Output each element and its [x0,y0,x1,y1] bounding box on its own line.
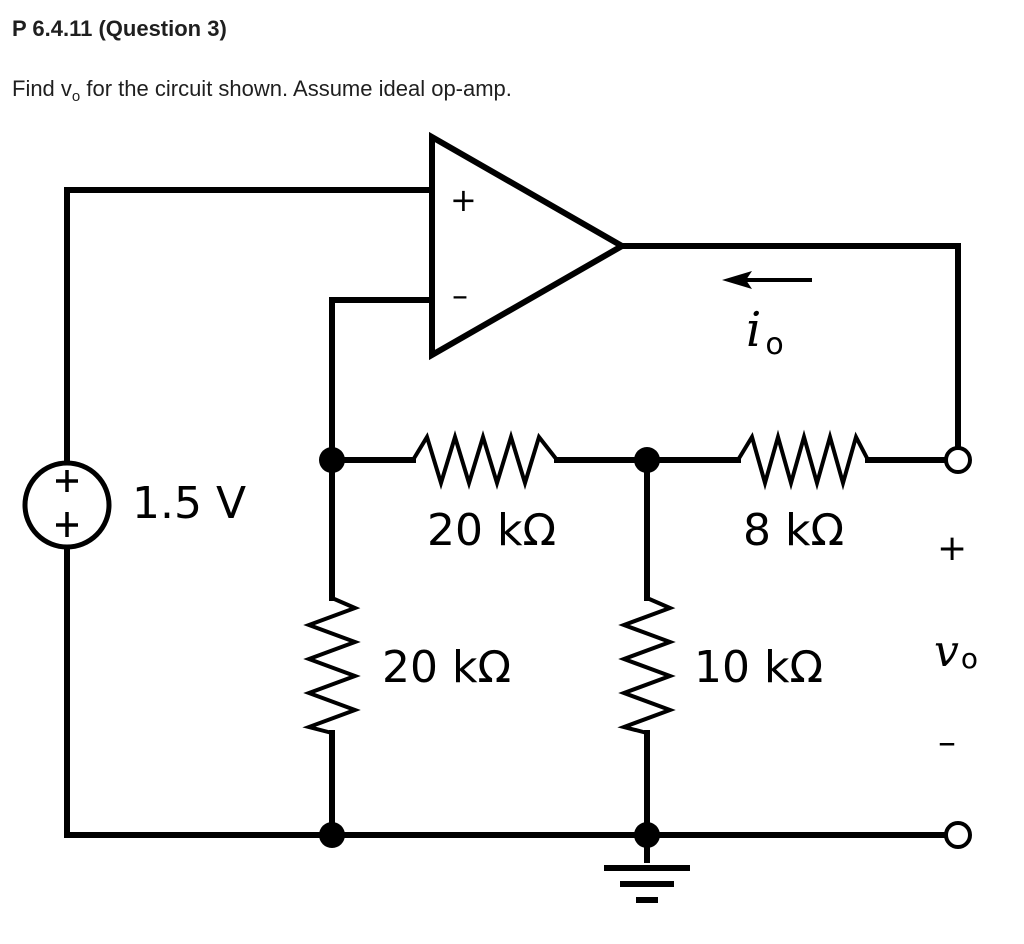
r-top-right-label: 8 kΩ [743,505,844,556]
opamp-minus-label: – [452,276,468,314]
current-symbol: i [746,302,761,358]
problem-header: P 6.4.11 (Question 3) [12,14,227,44]
prompt-text-start: Find v [12,76,72,101]
voltage-source-icon [22,460,112,550]
resistor-20k-top [411,430,559,490]
r-bottom-left-label: 20 kΩ [382,642,511,693]
current-subscript: o [765,327,783,362]
node-left-top [319,447,345,473]
opamp-triangle [429,131,629,361]
resistor-20k-bottom [302,596,361,735]
node-left-bottom [319,822,345,848]
r-top-left-label: 20 kΩ [427,505,556,556]
prompt-text-end: for the circuit shown. Assume ideal op-a… [80,76,512,101]
output-terminal-top [944,446,972,474]
problem-prompt: Find vo for the circuit shown. Assume id… [12,74,512,112]
wire-source-to-noninverting [64,187,435,466]
current-arrow-icon [722,271,752,289]
output-voltage-label: vo [934,626,978,677]
resistor-10k-bottom [617,596,676,735]
wire-opamp-output [622,243,961,451]
r-bottom-right-label: 10 kΩ [694,642,823,693]
source-value-label: 1.5 V [132,478,246,529]
node-middle-top [634,447,660,473]
node-middle-bottom [634,822,660,848]
output-symbol: v [934,626,959,677]
output-terminal-bottom [944,821,972,849]
output-subscript: o [961,642,978,675]
opamp-plus-label: + [450,181,477,219]
output-minus-label: – [938,722,956,763]
problem-title: P 6.4.11 (Question 3) [12,16,227,41]
output-plus-label: + [937,528,967,569]
resistor-8k-top [736,429,870,491]
prompt-subscript: o [71,88,81,105]
wire-inverting-input [329,297,435,463]
